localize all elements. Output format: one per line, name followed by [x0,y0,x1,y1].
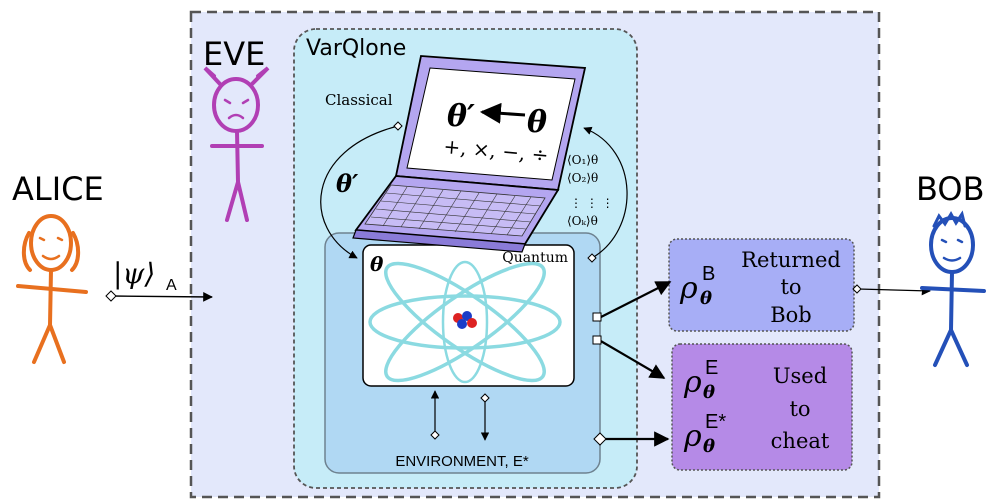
bob-box-line-1: Returned [741,248,841,272]
varqlone-title: VarQlone [306,36,406,61]
eve-output-box [671,343,853,471]
eve-label: EVE [203,35,265,73]
rho-eve-sub: θ [703,382,715,403]
alice-label: ALICE [12,170,104,208]
alice-figure-icon [16,214,88,364]
eve-box-line-1: Used [773,364,827,388]
environment-label: ENVIRONMENT, E* [395,453,529,470]
laptop-theta-prime: θ′ [447,99,475,134]
input-state-label: |ψ⟩ [113,257,155,290]
rho-bob-sub: θ [700,288,712,309]
eve-box-line-3: cheat [771,429,830,453]
nucleus-icon [453,311,477,329]
classical-to-quantum-arrow [320,125,399,259]
rho-eve-star-sup: E* [705,411,726,433]
arrow-to-bob [857,286,931,296]
eve-figure-icon [203,66,270,222]
quantum-to-classical-arrow [583,126,628,259]
observable-2: ⟨O₂⟩θ [567,171,598,185]
rho-eve-sup: E [705,357,718,379]
bob-box-line-3: Bob [770,303,812,327]
rho-bob: ρ [679,271,698,306]
rho-bob-sup: B [702,263,715,285]
rho-eve-star-sub: θ [703,436,715,457]
classical-label: Classical [325,91,393,109]
input-state-sub: A [166,277,177,294]
observable-1: ⟨O₁⟩θ [567,153,598,167]
quantum-label: Quantum [502,250,568,266]
observable-k: ⟨Oₖ⟩θ [567,214,598,228]
laptop-theta: θ [527,105,547,140]
arrow-to-eve-box-top [598,339,666,379]
theta-quantum-label: θ [370,252,384,276]
atom-icon [368,260,562,384]
bob-label: BOB [916,170,985,208]
rho-eve-star: ρ [683,419,702,454]
arrow-to-bob-box [598,281,672,319]
alice-input-arrow [111,292,213,302]
bob-box-line-2: to [780,275,801,299]
theta-prime-label: θ′ [336,169,359,198]
laptop-update-arrow [479,102,526,124]
bob-figure-icon [920,210,986,367]
rho-eve: ρ [683,365,702,400]
observable-dots: ⋮ ⋮ ⋮ [570,196,614,210]
eve-box-line-2: to [789,397,810,421]
